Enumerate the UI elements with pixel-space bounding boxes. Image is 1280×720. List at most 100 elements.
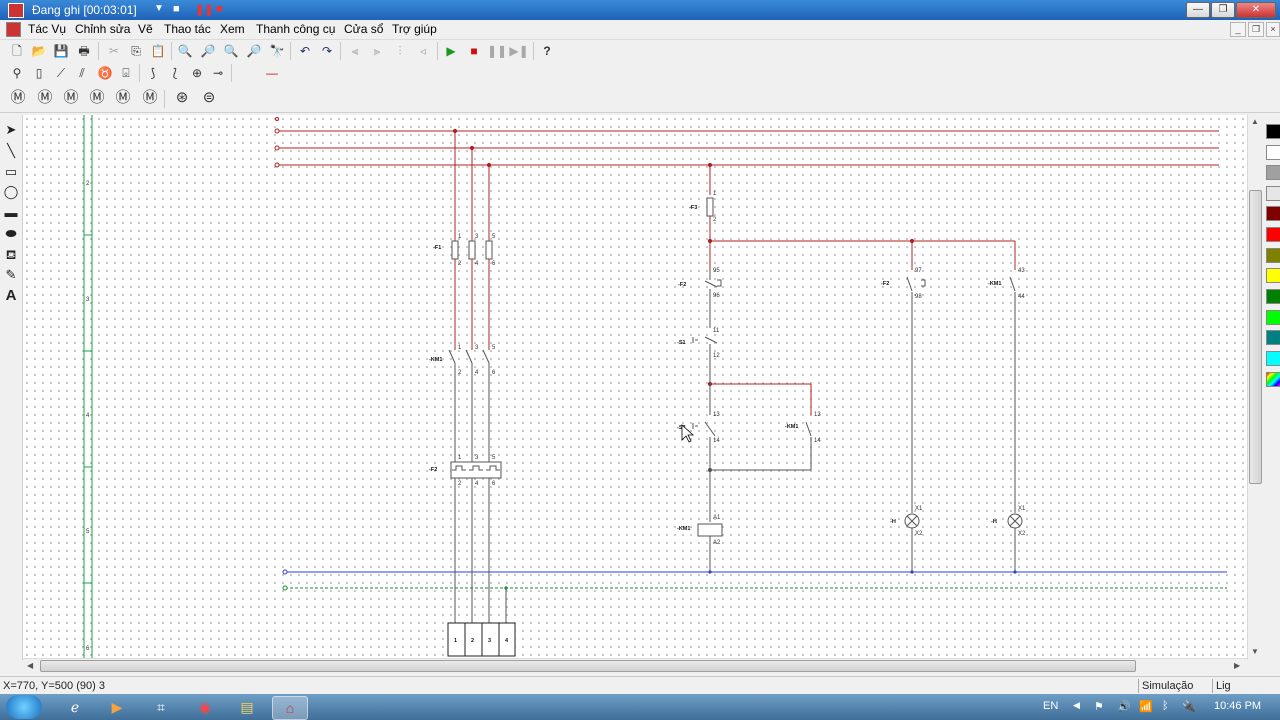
stop-simulation-icon[interactable]: ■ [470, 44, 478, 58]
file-explorer-icon[interactable]: ▤ [240, 699, 254, 715]
bluetooth-icon[interactable]: ᛒ [1162, 700, 1169, 712]
pause-simulation-icon[interactable]: ❚❚ [487, 44, 508, 58]
menu-tro-giup[interactable]: Trợ giúp [392, 22, 437, 36]
save-icon[interactable]: 💾 [53, 44, 69, 58]
color-swatch[interactable] [1266, 248, 1280, 263]
fuse-f1[interactable] [451, 240, 493, 260]
step-simulation-icon[interactable]: ▶❚ [509, 44, 529, 58]
transformer-icon[interactable]: ⊛ [175, 89, 189, 106]
thermal-relay-f2[interactable] [450, 461, 502, 479]
fuse-icon[interactable]: ▯ [35, 66, 43, 80]
drawing-canvas[interactable] [23, 115, 1247, 660]
mdi-close-button[interactable]: × [1266, 22, 1280, 37]
scroll-right-icon[interactable]: ▶ [1234, 661, 1241, 670]
scroll-left-icon[interactable]: ◀ [27, 661, 34, 670]
network-icon[interactable]: 📶 [1139, 701, 1153, 713]
minimize-button[interactable]: — [1186, 2, 1210, 18]
three-pole-switch-icon[interactable]: ⫽ [79, 66, 85, 80]
redo-icon[interactable]: ↷ [321, 44, 333, 58]
align-right-icon[interactable]: ⫸ [373, 44, 381, 58]
thermal-relay-icon[interactable]: ♉ [97, 66, 113, 80]
media-player-icon[interactable]: ▶ [111, 699, 123, 715]
align-bottom-icon[interactable]: ◃ [419, 44, 427, 58]
cade-simu-taskbar-icon[interactable]: ⌂ [272, 696, 308, 720]
menu-thao-tac[interactable]: Thao tác [164, 22, 211, 36]
new-icon[interactable]: 🗋 [12, 44, 22, 58]
filled-rectangle-icon[interactable]: ▬ [4, 205, 18, 220]
switch-icon[interactable]: ⟋ [56, 66, 66, 80]
align-left-icon[interactable]: ⫷ [351, 44, 359, 58]
contact-no-icon[interactable]: ⚲ [12, 66, 22, 80]
camera-icon[interactable]: ■ [173, 3, 180, 15]
color-swatch[interactable] [1266, 289, 1280, 304]
motor-star-icon[interactable]: Ⓜ [37, 89, 53, 106]
clock[interactable]: 10:46 PM [1214, 700, 1262, 712]
ellipse-tool-icon[interactable]: ◯ [3, 184, 19, 199]
rectangle-tool-icon[interactable]: ▭ [4, 164, 18, 179]
mdi-minimize-button[interactable]: _ [1230, 22, 1246, 37]
color-picker-icon[interactable]: ✎ [5, 267, 17, 282]
contactor-km1-coil[interactable] [697, 523, 723, 537]
power-icon[interactable]: 🔌 [1182, 701, 1196, 713]
text-tool-icon[interactable]: A [5, 287, 17, 304]
color-swatch[interactable] [1266, 227, 1280, 242]
motor-delta-icon[interactable]: Ⓜ [63, 89, 79, 106]
fill-bucket-icon[interactable]: ⛾ [5, 247, 17, 262]
fuse-f3[interactable] [706, 197, 714, 217]
network-app-icon[interactable]: ⌗ [157, 699, 165, 715]
document-icon[interactable] [6, 22, 21, 37]
run-simulation-icon[interactable]: ▶ [446, 44, 456, 58]
color-swatch[interactable] [1266, 124, 1280, 139]
mdi-restore-button[interactable]: ❐ [1248, 22, 1264, 37]
color-swatch[interactable] [1266, 145, 1280, 160]
contactor-km1-main[interactable] [448, 349, 490, 445]
horizontal-scroll-thumb[interactable] [40, 660, 1136, 672]
custom-color-icon[interactable] [1266, 372, 1280, 387]
menu-cua-so[interactable]: Cửa sổ [344, 22, 384, 36]
maximize-button[interactable]: ❐ [1211, 2, 1235, 18]
motor-two-speed-icon[interactable]: Ⓜ [115, 89, 131, 106]
close-button[interactable]: ✕ [1236, 2, 1276, 18]
tray-expand-icon[interactable]: ◀ [1073, 700, 1080, 710]
cut-icon[interactable]: ✂ [108, 44, 120, 58]
help-icon[interactable]: ? [543, 44, 551, 58]
align-top-icon[interactable]: ⫶ [398, 44, 402, 58]
stop-record-icon[interactable]: ■ [216, 3, 223, 15]
chrome-icon[interactable]: ◉ [198, 699, 212, 715]
filled-ellipse-icon[interactable]: ⬬ [5, 226, 17, 241]
zoom-in-icon[interactable]: 🔍 [223, 44, 239, 58]
menu-xem[interactable]: Xem [220, 22, 245, 36]
menu-thanh-cong-cu[interactable]: Thanh công cụ [256, 22, 336, 36]
menu-chinh-sua[interactable]: Chỉnh sửa [75, 22, 131, 36]
print-icon[interactable]: 🖶 [78, 44, 90, 58]
color-swatch[interactable] [1266, 310, 1280, 325]
scroll-up-icon[interactable]: ▲ [1251, 117, 1259, 126]
wire-icon[interactable]: — [266, 66, 278, 80]
dropdown-icon[interactable]: ▼ [154, 3, 164, 14]
color-swatch[interactable] [1266, 206, 1280, 221]
color-swatch[interactable] [1266, 330, 1280, 345]
language-indicator[interactable]: EN [1043, 700, 1059, 712]
open-icon[interactable]: 📂 [31, 44, 47, 58]
color-swatch[interactable] [1266, 186, 1280, 201]
color-swatch[interactable] [1266, 351, 1280, 366]
menu-ve[interactable]: Vẽ [138, 22, 153, 36]
volume-icon[interactable]: 🔊 [1117, 701, 1131, 713]
terminal-block[interactable] [447, 622, 516, 657]
action-center-icon[interactable]: ⚑ [1094, 701, 1104, 713]
select-arrow-icon[interactable]: ➤ [5, 122, 17, 137]
zoom-all-icon[interactable]: 🔭 [269, 44, 285, 58]
motor-3ph-icon[interactable]: Ⓜ [10, 89, 26, 106]
relay-coil-icon[interactable]: ⌻ [122, 66, 130, 80]
line-tool-icon[interactable]: ╲ [7, 143, 15, 158]
zoom-out-icon[interactable]: 🔎 [200, 44, 216, 58]
timer-contact-icon[interactable]: ⟅ [172, 66, 178, 80]
connector-icon[interactable]: ⊸ [212, 66, 224, 80]
internet-explorer-icon[interactable]: ℯ [70, 699, 80, 715]
menu-tac-vu[interactable]: Tác Vụ [28, 22, 67, 36]
motor-single-icon[interactable]: Ⓜ [142, 89, 158, 106]
paste-icon[interactable]: 📋 [150, 44, 166, 58]
start-button[interactable] [6, 695, 42, 719]
contact-nc-icon[interactable]: ⟆ [150, 66, 156, 80]
scroll-down-icon[interactable]: ▼ [1251, 647, 1259, 656]
